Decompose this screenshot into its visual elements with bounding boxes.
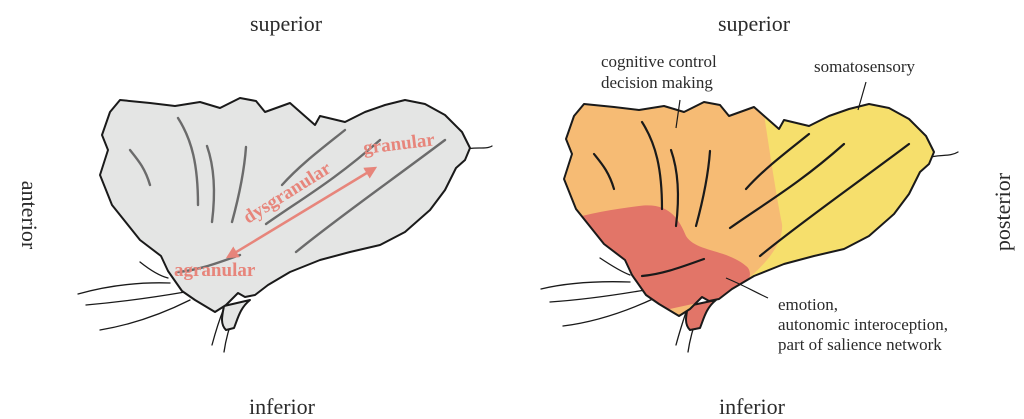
vessel-line [563,298,655,326]
emotion-label-line2: autonomic interoception, [778,315,948,334]
cognitive-label-line2: decision making [601,73,713,92]
vessel-line [86,292,185,305]
agranular-label: agranular [174,260,256,281]
superior-label-left: superior [250,11,323,36]
inferior-label-left: inferior [249,394,316,419]
inferior-label-right: inferior [719,394,786,419]
vessel-line [550,290,645,302]
superior-label-right: superior [718,11,791,36]
vessel-line [100,300,190,330]
emotion-label-line1: emotion, [778,295,838,314]
right-insula: cognitive control decision making somato… [541,52,958,354]
cognitive-label-line1: cognitive control [601,52,717,71]
vessel-line [541,282,630,289]
vessel-line [78,283,170,294]
emotion-label-line3: part of salience network [778,335,942,354]
vessel-line [140,262,168,278]
posterior-label: posterior [990,172,1015,251]
somatosensory-label: somatosensory [814,57,916,76]
anterior-label: anterior [17,181,42,250]
left-insula: agranular dysgranular granular [78,98,492,352]
